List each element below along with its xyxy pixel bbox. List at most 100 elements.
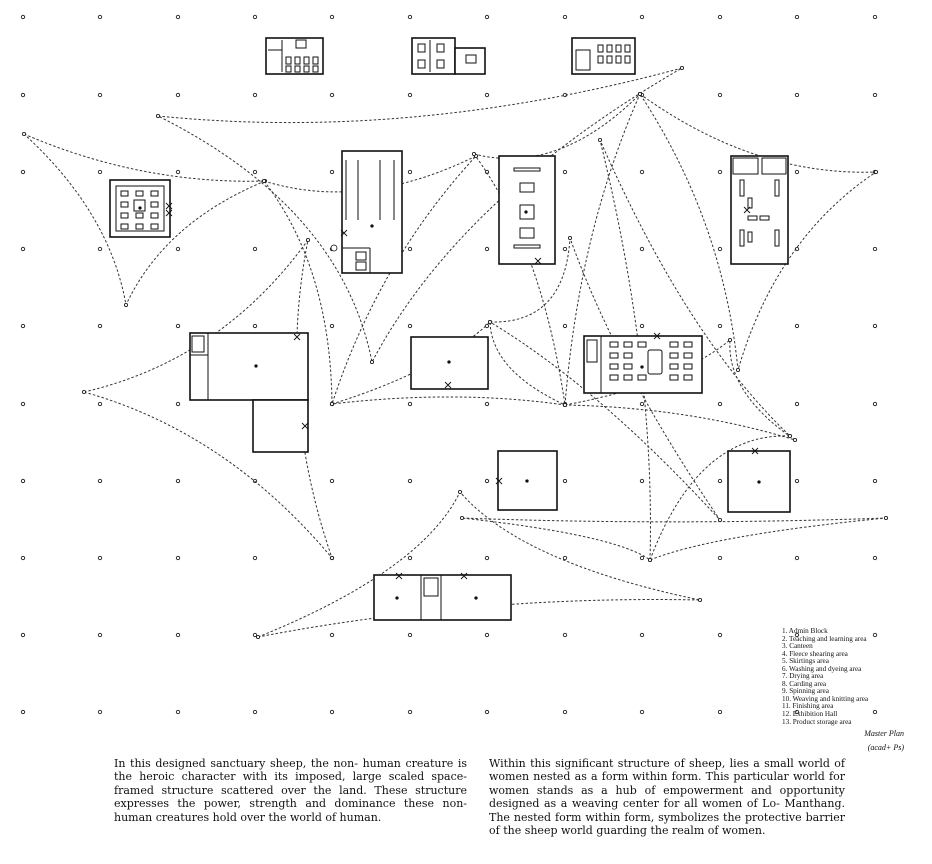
canopy-node	[255, 634, 261, 640]
legend-item: 10. Weaving and knitting area	[782, 694, 869, 703]
grid-dot	[407, 555, 413, 561]
grid-dot	[252, 246, 258, 252]
grid-dot	[872, 246, 878, 252]
grid-dot	[329, 92, 335, 98]
block-top-right	[571, 37, 636, 75]
grid-dot	[175, 246, 181, 252]
grid-dot	[484, 323, 490, 329]
grid-dot	[794, 632, 800, 638]
canopy-node	[647, 557, 653, 563]
grid-dot	[562, 555, 568, 561]
grid-dot	[407, 92, 413, 98]
block-top-center	[411, 37, 486, 75]
grid-dot	[329, 14, 335, 20]
grid-dot	[407, 14, 413, 20]
grid-dot	[97, 169, 103, 175]
grid-dots	[20, 14, 878, 715]
canopy-outline	[157, 67, 683, 364]
grid-dot	[484, 632, 490, 638]
grid-dot	[639, 323, 645, 329]
canopy-node	[567, 235, 573, 241]
canopy-node	[261, 178, 267, 184]
grid-dot	[97, 323, 103, 329]
grid-dot	[717, 478, 723, 484]
grid-dot	[872, 323, 878, 329]
grid-dot	[639, 14, 645, 20]
canopy-node	[81, 389, 87, 395]
grid-dot	[97, 401, 103, 407]
grid-dot	[20, 14, 26, 20]
block-weaving	[583, 335, 703, 394]
grid-dot	[872, 14, 878, 20]
grid-dot	[562, 169, 568, 175]
grid-dot	[252, 14, 258, 20]
grid-dot	[97, 246, 103, 252]
canopy-node	[787, 433, 793, 439]
grid-dot	[252, 632, 258, 638]
grid-dot	[717, 323, 723, 329]
canopy-node	[155, 113, 161, 119]
grid-dot	[329, 169, 335, 175]
grid-dot	[484, 246, 490, 252]
grid-dot	[20, 169, 26, 175]
grid-dot	[252, 709, 258, 715]
legend-item: 3. Canteen	[782, 642, 813, 651]
grid-dot	[872, 478, 878, 484]
canopy-nodes	[21, 65, 889, 640]
legend-item: 12. Exhibition Hall	[782, 710, 838, 719]
canopy-node	[697, 597, 703, 603]
grid-dot	[639, 478, 645, 484]
grid-dot	[407, 632, 413, 638]
canopy-node	[792, 437, 798, 443]
block-bottom	[373, 574, 512, 621]
grid-dot	[794, 323, 800, 329]
grid-dot	[252, 169, 258, 175]
grid-dot	[175, 478, 181, 484]
grid-dot	[562, 246, 568, 252]
grid-dot	[639, 169, 645, 175]
grid-dot	[20, 401, 26, 407]
grid-dot	[20, 709, 26, 715]
legend-item: 4. Fleece shearing area	[782, 649, 848, 658]
grid-dot	[484, 14, 490, 20]
grid-dot	[794, 14, 800, 20]
grid-dot	[639, 246, 645, 252]
grid-dot	[794, 169, 800, 175]
block-teaching	[109, 179, 171, 238]
grid-dot	[794, 92, 800, 98]
canopy-node	[597, 137, 603, 143]
grid-dot	[872, 632, 878, 638]
grid-dot	[794, 478, 800, 484]
canopy-node	[883, 515, 889, 521]
master-plan-drawing	[20, 14, 889, 715]
grid-dot	[20, 323, 26, 329]
canopy-node	[735, 367, 741, 373]
canopy-node	[487, 319, 493, 325]
grid-dot	[717, 401, 723, 407]
grid-dot	[872, 92, 878, 98]
canopy-node	[562, 402, 568, 408]
grid-dot	[407, 246, 413, 252]
grid-dot	[872, 709, 878, 715]
canopy-node	[123, 302, 129, 308]
grid-dot	[484, 709, 490, 715]
grid-dot	[639, 709, 645, 715]
canopy-node	[679, 65, 685, 71]
description-paragraph-left: In this designed sanctuary sheep, the no…	[114, 757, 467, 824]
grid-dot	[794, 555, 800, 561]
legend: 1. Admin Block 2. Teaching and learning …	[782, 627, 930, 726]
grid-dot	[97, 14, 103, 20]
grid-dot	[97, 555, 103, 561]
block-washing	[189, 332, 309, 453]
grid-dot	[484, 92, 490, 98]
grid-dot	[794, 401, 800, 407]
grid-dot	[562, 632, 568, 638]
canopy-node	[305, 237, 311, 243]
grid-dot	[175, 92, 181, 98]
canopy-node	[727, 337, 733, 343]
legend-item: 9. Spinning area	[782, 687, 829, 696]
canopy-node	[369, 359, 375, 365]
grid-dot	[717, 709, 723, 715]
grid-dot	[794, 709, 800, 715]
grid-dot	[717, 246, 723, 252]
